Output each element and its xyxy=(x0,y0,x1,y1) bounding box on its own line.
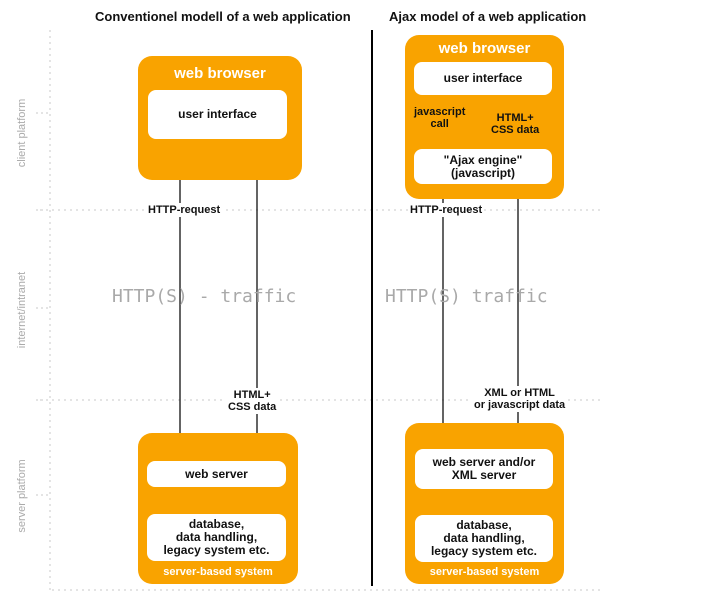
right-server-system-label: server-based system xyxy=(429,566,540,578)
client-platform-label: client platform xyxy=(16,98,28,168)
left-response-line-2: CSS data xyxy=(228,401,277,413)
right-title: Ajax model of a web application xyxy=(389,9,587,24)
right-js-call-line-1: javascript xyxy=(414,106,466,118)
left-database-box: database, data handling, legacy system e… xyxy=(147,514,286,561)
right-js-call-label: javascript call xyxy=(414,106,465,130)
left-user-interface-box: user interface xyxy=(148,90,287,139)
right-js-call-line-2: call xyxy=(430,118,449,130)
left-database-line-2: data handling, xyxy=(175,530,258,544)
right-ajax-engine-line-2: (javascript) xyxy=(450,165,516,180)
left-web-server-box: web server xyxy=(147,461,286,487)
right-web-server-line-2: XML server xyxy=(451,468,517,482)
left-traffic-label: HTTP(S) - traffic xyxy=(112,286,297,307)
right-database-line-2: data handling, xyxy=(443,531,525,545)
left-browser-title: web browser xyxy=(174,65,266,82)
left-web-server-label: web server xyxy=(185,466,248,481)
right-ajax-engine-box: "Ajax engine" (javascript) xyxy=(414,149,552,184)
right-ajax-engine-line-1: "Ajax engine" xyxy=(443,152,523,167)
right-response-label: XML or HTML or javascript data xyxy=(472,386,568,412)
left-database-line-1: database, xyxy=(188,517,245,531)
right-user-interface-box: user interface xyxy=(414,62,552,95)
right-response-line-2: or javascript data xyxy=(474,399,566,411)
right-html-css-line-2: CSS data xyxy=(491,124,540,136)
right-database-line-1: database, xyxy=(456,518,512,532)
right-web-server-line-1: web server and/or xyxy=(432,455,536,469)
right-browser-title: web browser xyxy=(438,40,531,57)
left-server-system-label: server-based system xyxy=(163,566,273,578)
left-response-label: HTML+ CSS data xyxy=(226,388,279,414)
right-web-server-box: web server and/or XML server xyxy=(415,449,553,489)
right-user-interface-label: user interface xyxy=(443,71,523,85)
right-http-request-label: HTTP-request xyxy=(408,203,485,217)
left-user-interface-label: user interface xyxy=(178,107,257,121)
left-database-line-3: legacy system etc. xyxy=(163,543,270,557)
right-database-line-3: legacy system etc. xyxy=(430,544,538,558)
left-response-line-1: HTML+ xyxy=(233,389,271,401)
right-response-line-1: XML or HTML xyxy=(484,387,555,399)
left-server-system-box: server-based system xyxy=(138,433,298,584)
internet-intranet-label: internet/intranet xyxy=(16,271,28,349)
right-traffic-label: HTTP(S) traffic xyxy=(385,286,548,307)
right-html-css-label: HTML+ CSS data xyxy=(491,112,539,136)
right-database-box: database, data handling, legacy system e… xyxy=(415,515,553,562)
left-http-request-label: HTTP-request xyxy=(146,203,223,217)
left-title: Conventionel modell of a web application xyxy=(95,9,351,24)
server-platform-label: server platform xyxy=(16,459,28,533)
right-html-css-line-1: HTML+ xyxy=(496,112,534,124)
